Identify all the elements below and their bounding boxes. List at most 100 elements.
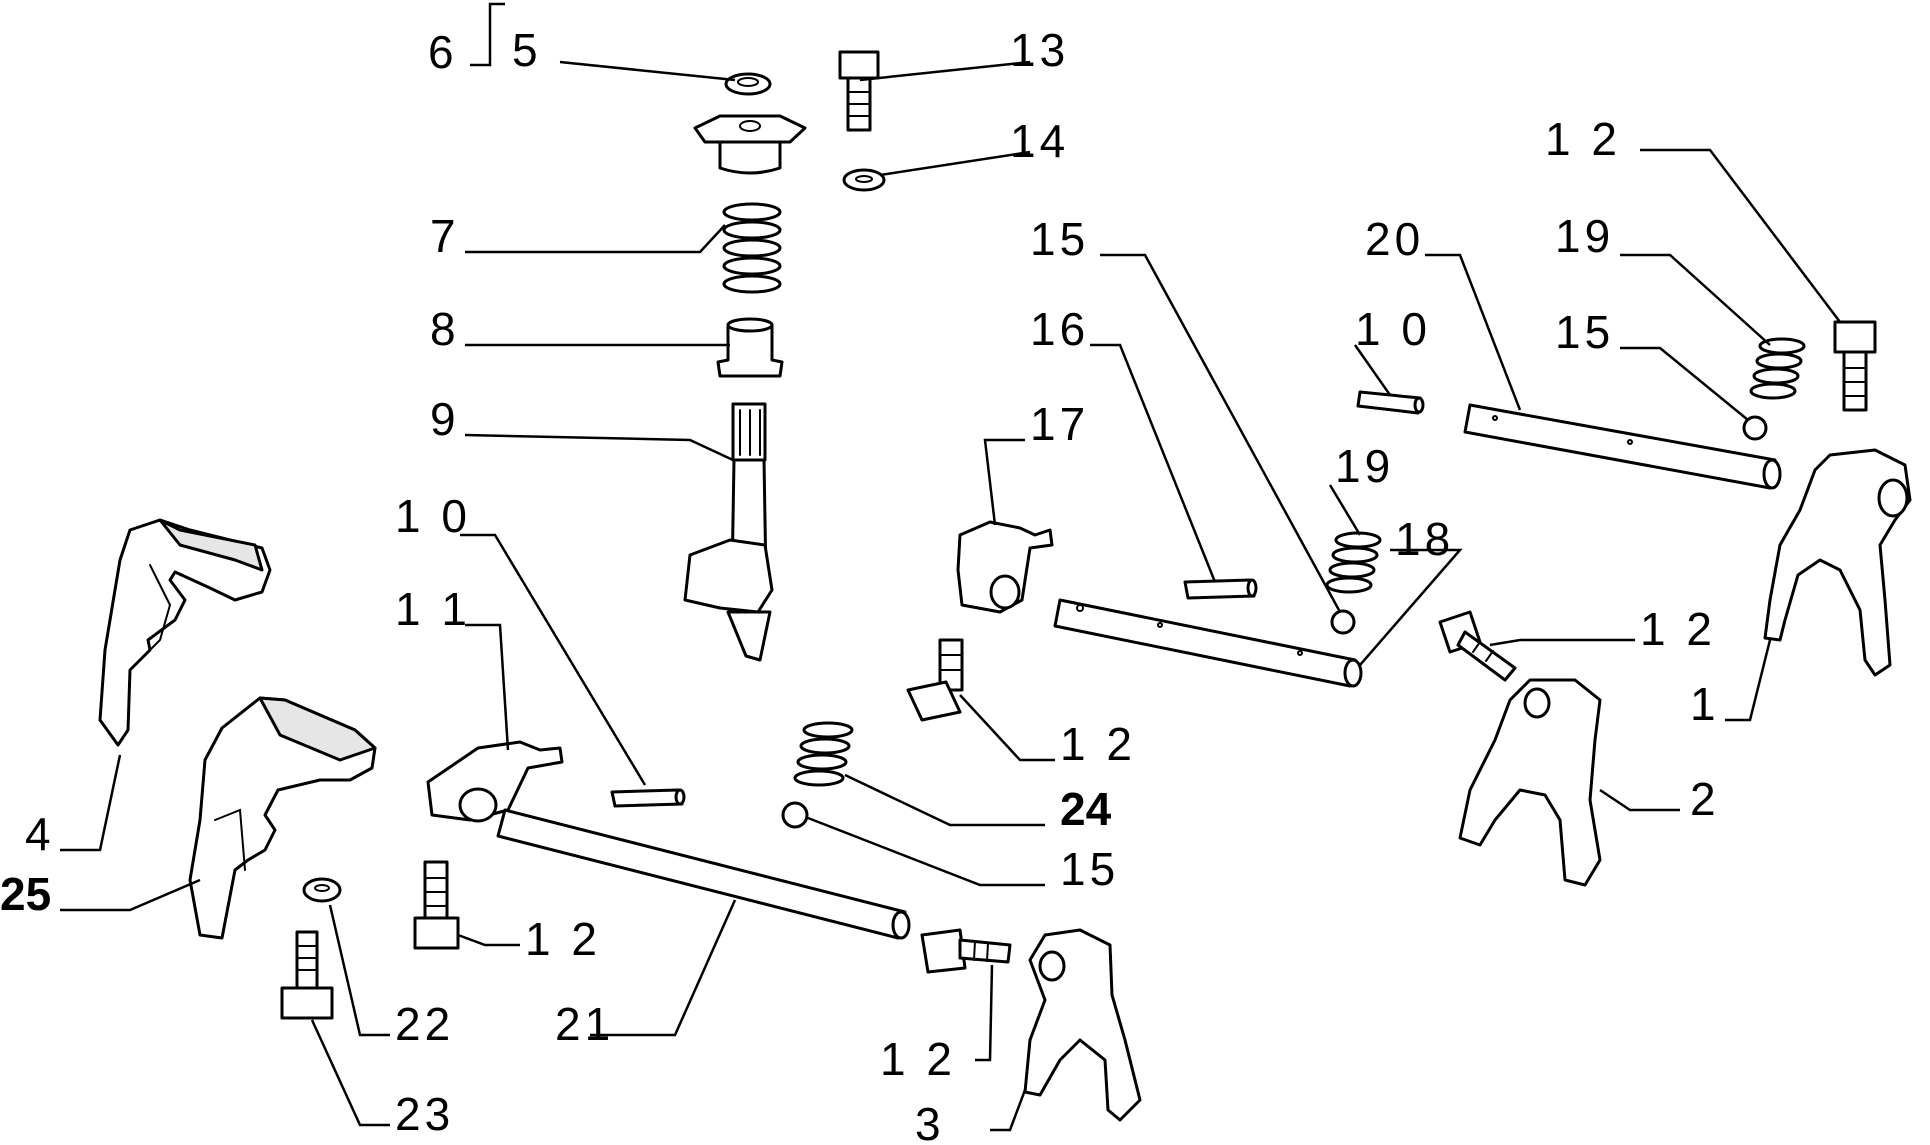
leader-14 [879,150,1031,177]
callout-12-top-right: 1 2 [1545,113,1621,165]
callout-23: 23 [395,1088,454,1140]
leader-23 [310,1019,390,1127]
part-25-shift-fork [188,696,377,940]
part-15-ball-right [1742,415,1768,441]
callout-10-left: 1 0 [395,490,471,542]
part-10-pin-left [610,788,686,808]
part-4-shift-fork [98,518,272,747]
callout-6: 6 [428,26,458,78]
leader-12-left [457,933,520,947]
callout-15-right: 15 [1555,306,1614,358]
callout-8: 8 [430,303,460,355]
part-8-bushing [716,317,784,378]
part-20-shift-rod [1463,403,1782,490]
callout-21: 21 [555,998,614,1050]
part-23-bolt [280,930,334,1020]
leader-18 [1359,548,1463,666]
part-19-spring-middle [1325,531,1382,594]
part-10-pin-right [1356,390,1425,415]
callout-12-center: 1 2 [1060,718,1136,770]
callout-15-lower: 15 [1060,843,1119,895]
leader-6 [470,2,505,67]
leader-24 [844,773,1045,827]
callout-11: 1 1 [395,583,471,635]
callout-17: 17 [1030,398,1089,450]
callout-10-right: 1 0 [1355,303,1431,355]
part-12-bolt-left [413,860,460,950]
leader-12-top-right [1640,148,1841,323]
leader-5 [559,60,736,82]
part-11-shift-lug [426,740,564,823]
part-13-bolt [838,50,880,132]
leader-15-right [1620,346,1749,421]
part-9-selector-shaft [683,402,774,662]
part-17-shift-lug [956,520,1054,614]
leader-25 [60,878,201,912]
leader-10-right [1353,344,1392,396]
callout-24: 24 [1060,783,1112,835]
part-22-washer [302,877,342,903]
callout-20: 20 [1365,213,1424,265]
part-12-bolt-right [1438,610,1517,682]
callout-labels: 6 5 13 14 7 8 9 1 0 1 1 4 25 1 2 22 21 2… [0,24,1720,1145]
leader-7 [465,224,726,254]
callout-19-middle: 19 [1335,440,1394,492]
part-19-spring-right [1749,337,1806,400]
part-6-cover-plate [693,114,807,175]
leader-12-center [959,694,1055,762]
part-18-shift-rod [1053,598,1363,688]
leader-9 [464,433,734,462]
callout-16: 16 [1030,303,1089,355]
callout-19-right: 19 [1555,210,1614,262]
leader-19-middle [1328,484,1362,536]
leader-11 [465,623,510,751]
callout-14: 14 [1010,115,1069,167]
callout-12-left: 1 2 [525,913,601,965]
callout-7: 7 [430,210,460,262]
leader-lines [60,2,1841,1132]
leader-21 [590,899,737,1037]
part-12-bolt-top-right [1833,320,1877,412]
part-15-ball-lower [781,801,809,829]
leader-1 [1725,639,1772,722]
leader-17 [983,438,1025,526]
leader-12-middle [975,964,994,1062]
leader-20 [1425,253,1522,411]
leader-12-right [1489,638,1635,647]
part-15-ball-middle [1330,609,1356,635]
callout-25: 25 [0,868,51,920]
callout-1: 1 [1690,678,1720,730]
callout-2: 2 [1690,773,1720,825]
part-21-shift-rod [496,808,911,940]
leader-15-lower [807,816,1045,887]
leader-13 [859,60,1031,82]
leader-3 [990,1089,1027,1132]
leader-19-right [1620,253,1771,346]
part-2-shift-fork [1458,678,1602,887]
callout-12-middle: 1 2 [880,1033,956,1085]
callout-5: 5 [512,24,542,76]
leader-15-middle [1100,253,1342,613]
callout-13: 13 [1010,24,1069,76]
part-3-shift-fork [1023,928,1142,1122]
callout-15-middle: 15 [1030,213,1089,265]
part-16-pin [1183,578,1258,600]
callout-4: 4 [25,808,55,860]
part-14-washer [842,168,886,192]
leader-10-left [460,533,647,786]
callout-22: 22 [395,998,454,1050]
callout-3: 3 [915,1098,945,1145]
leader-16 [1090,343,1217,583]
part-12-bolt-center [906,638,964,722]
callout-18: 18 [1395,513,1454,565]
part-1-shift-fork [1763,448,1912,677]
part-5-seal-washer [724,72,772,96]
leader-22 [328,904,390,1037]
part-24-spring [793,721,854,787]
part-12-bolt-middle [920,928,1012,974]
part-7-spring [722,202,782,294]
callout-9: 9 [430,393,460,445]
callout-12-right: 1 2 [1640,603,1716,655]
leader-4 [60,754,122,852]
